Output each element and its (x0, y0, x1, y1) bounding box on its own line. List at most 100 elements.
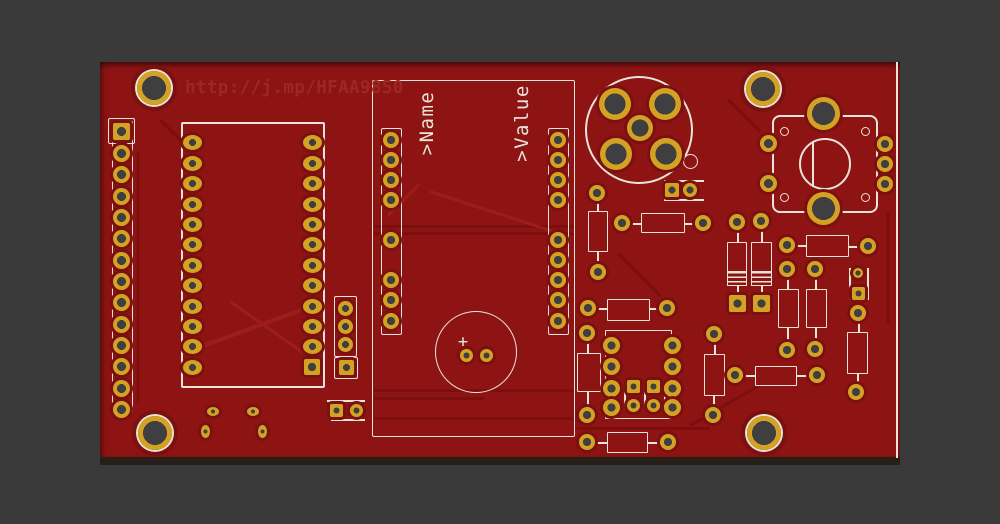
silkscreen-line (714, 337, 716, 354)
oval-pad (182, 134, 202, 150)
through-hole-pad (626, 398, 640, 412)
through-hole-pad (807, 261, 823, 277)
through-hole-pad (112, 315, 130, 333)
silkscreen-line (587, 392, 589, 413)
silkscreen-line (713, 396, 715, 414)
oval-pad (200, 424, 210, 438)
silkscreen-line (849, 246, 867, 248)
silkscreen-line (648, 442, 667, 444)
through-hole-pad (112, 165, 130, 183)
through-hole-pad (660, 434, 676, 450)
oval-pad (182, 277, 202, 293)
oval-pad (247, 406, 259, 416)
silkscreen-circle (860, 126, 870, 136)
through-hole-pad (659, 300, 675, 316)
through-hole-pad (779, 342, 795, 358)
silkscreen-circle (779, 126, 789, 136)
through-hole-pad (848, 384, 864, 400)
oval-pad (182, 236, 202, 252)
silkscreen-outline (548, 128, 569, 335)
polarity-plus-mark: + (457, 332, 469, 352)
oval-pad (302, 134, 322, 150)
through-hole-pad (695, 215, 711, 231)
through-hole-pad (580, 300, 596, 316)
silkscreen-line (624, 223, 641, 225)
silkscreen-circle (799, 138, 851, 190)
silkscreen-outline (605, 330, 672, 419)
through-hole-pad (349, 403, 363, 417)
silkscreen-line (787, 328, 789, 348)
silkscreen-outline (381, 128, 402, 335)
silkscreen-line (664, 199, 704, 201)
through-hole-pad (683, 183, 697, 197)
silkscreen-line (858, 316, 860, 332)
silkscreen-outline (755, 366, 797, 386)
through-hole-pad (627, 115, 653, 141)
copper-trace (374, 417, 574, 420)
silkscreen-line (587, 336, 589, 353)
silkscreen-line (597, 196, 599, 211)
silkscreen-line (812, 142, 814, 187)
silkscreen-line (664, 180, 704, 182)
through-hole-pad (806, 191, 840, 225)
mount-hole (137, 71, 171, 105)
through-hole-pad (602, 336, 620, 354)
through-hole-pad (877, 136, 893, 152)
copper-trace (374, 225, 574, 228)
through-hole-pad (112, 144, 130, 162)
value-silkscreen-label: >Value (511, 84, 533, 162)
silkscreen-outline (847, 332, 868, 374)
through-hole-pad (706, 326, 722, 342)
oval-pad (257, 424, 267, 438)
through-hole-pad (579, 325, 595, 341)
square-pad (646, 379, 660, 393)
oval-pad (302, 277, 322, 293)
square-pad (728, 294, 746, 312)
through-hole-pad (550, 272, 566, 288)
silkscreen-outline (704, 354, 725, 396)
oval-pad (182, 338, 202, 354)
silkscreen-outline (108, 118, 135, 144)
silkscreen-circle (860, 192, 870, 202)
through-hole-pad (550, 232, 566, 248)
through-hole-pad (705, 407, 721, 423)
through-hole-pad (663, 357, 681, 375)
oval-pad (182, 298, 202, 314)
through-hole-pad (602, 357, 620, 375)
silkscreen-outline (588, 211, 608, 252)
silkscreen-circle (585, 76, 693, 184)
through-hole-pad (112, 208, 130, 226)
pcb-board (100, 62, 900, 458)
silkscreen-line (761, 286, 763, 301)
through-hole-pad (809, 367, 825, 383)
silkscreen-line (896, 62, 898, 458)
through-hole-pad (459, 348, 473, 362)
square-pad (112, 122, 130, 140)
through-hole-pad (850, 305, 866, 321)
copper-trace (136, 151, 140, 402)
through-hole-pad (646, 398, 660, 412)
oval-pad (182, 175, 202, 191)
oval-pad (302, 155, 322, 171)
oval-pad (182, 216, 202, 232)
through-hole-pad (779, 237, 795, 253)
through-hole-pad (759, 134, 777, 152)
oval-pad (302, 236, 322, 252)
silkscreen-line (789, 245, 806, 247)
silkscreen-circle (779, 192, 789, 202)
through-hole-pad (112, 357, 130, 375)
mount-hole (747, 416, 781, 450)
silkscreen-line (857, 374, 859, 391)
silkscreen-line (797, 375, 816, 377)
through-hole-pad (806, 96, 840, 130)
through-hole-pad (807, 341, 823, 357)
through-hole-pad (590, 264, 606, 280)
silkscreen-line (331, 419, 365, 421)
oval-pad (302, 257, 322, 273)
through-hole-pad (853, 268, 863, 278)
square-pad (338, 359, 354, 375)
board-edge-shadow (100, 457, 900, 465)
silkscreen-line (815, 328, 817, 347)
square-pad (752, 294, 770, 312)
